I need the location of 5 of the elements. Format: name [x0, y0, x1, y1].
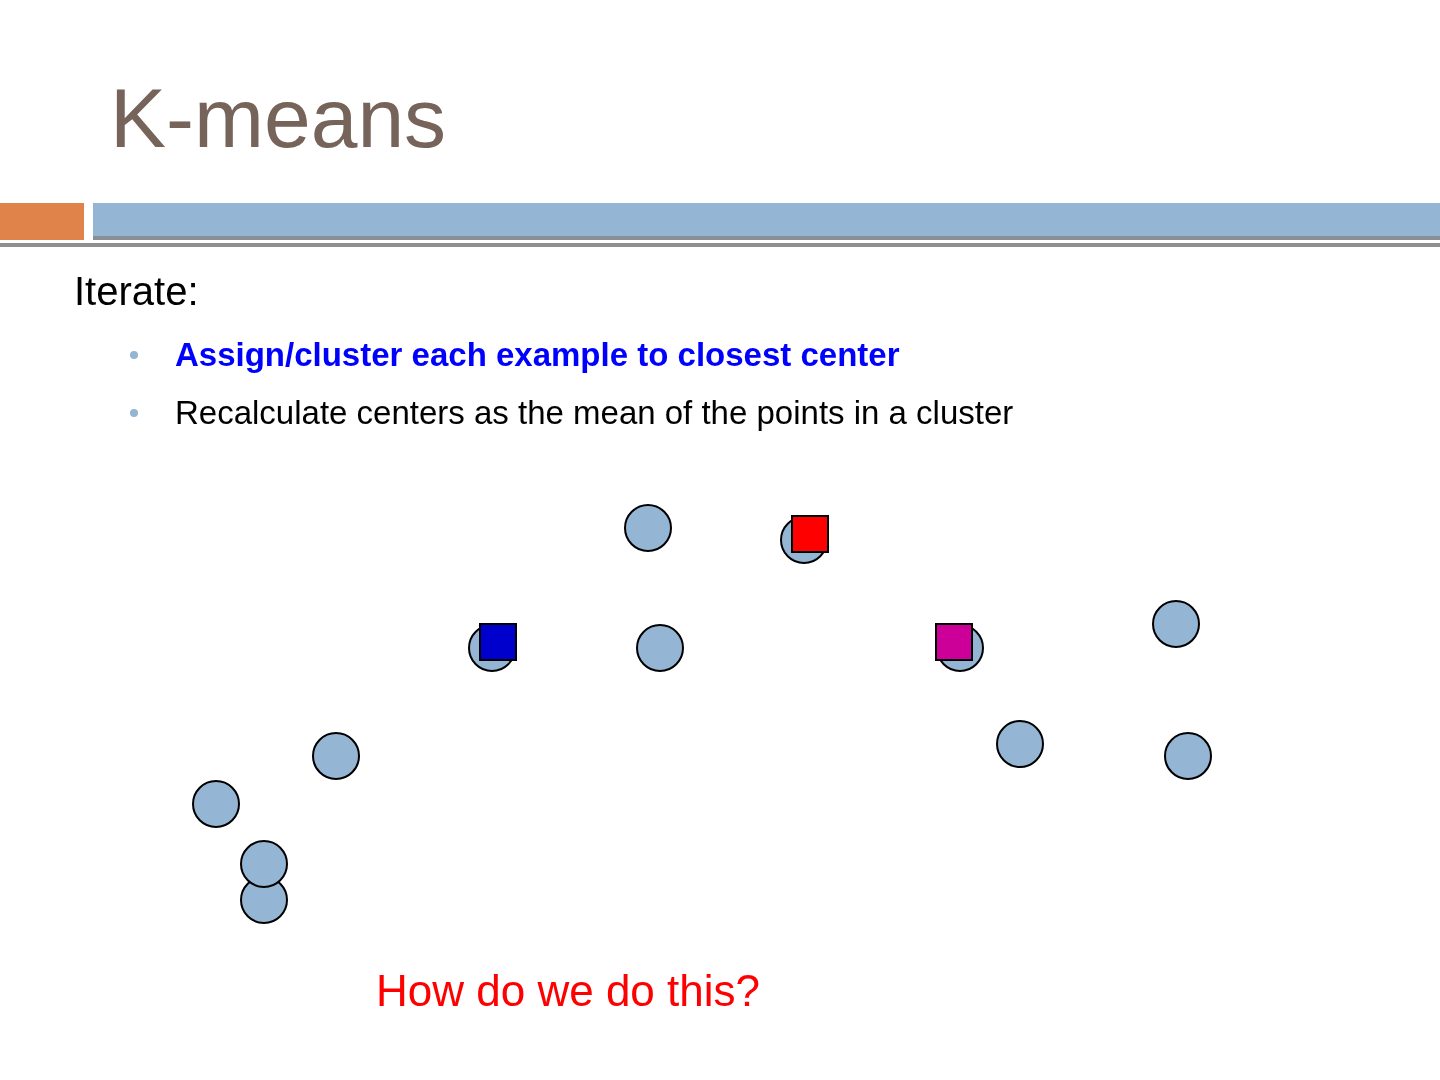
slide-title: K-means	[110, 70, 447, 167]
bullet-text: Assign/cluster each example to closest center	[175, 336, 900, 374]
question-text: How do we do this?	[376, 966, 760, 1017]
bullet-text: Recalculate centers as the mean of the points in a cluster	[175, 394, 1014, 432]
heading-text: Iterate:	[74, 268, 199, 314]
